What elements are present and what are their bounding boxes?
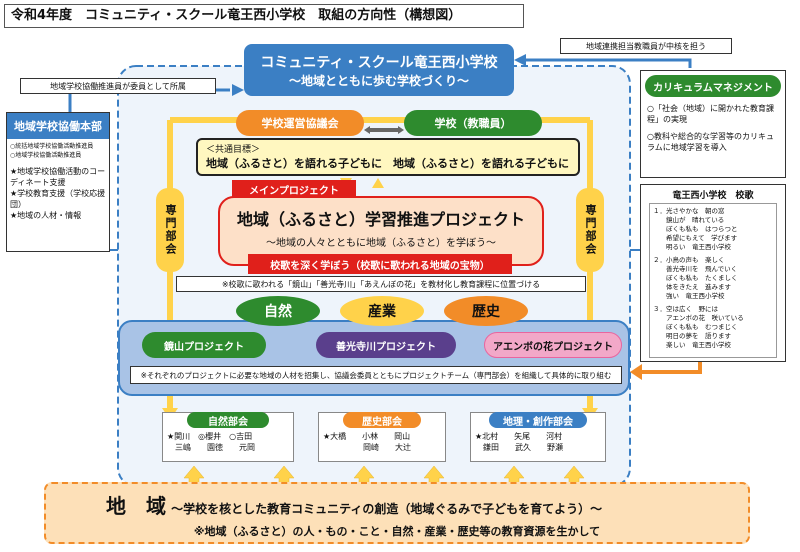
double-arrow-council [364, 119, 404, 134]
orange-arrow-right [640, 360, 702, 374]
top-title-box: コミュニティ・スクール竜王西小学校 ～地域とともに歩む学校づくり～ [244, 44, 514, 96]
left-subcommittee-label: 専門部会 [156, 188, 184, 272]
blue-arrow-right-top-head [514, 54, 526, 66]
right-callout: 地域連携担当教職員が中核を担う [560, 38, 732, 54]
theme-history: 歴史 [444, 296, 528, 326]
school-song-panel: 竜王西小学校 校歌 １．光さやかな 朝の窓 鏡山が 晴れている ぼくも私も はつ… [640, 184, 786, 362]
community-subtitle: ※地域（ふるさと）の人・もの・こと・自然・産業・歴史等の教育資源を生かして [193, 525, 601, 538]
right-panel: カリキュラムマネジメント ○「社会（地域）に開かれた教育課程」の実現 ○教科や総… [640, 70, 786, 178]
top-title: コミュニティ・スクール竜王西小学校 [260, 54, 498, 71]
project-kagamiyama: 鏡山プロジェクト [142, 332, 266, 358]
subcommittee-history-title: 歴史部会 [343, 412, 421, 428]
subcommittee-geography-row-2: 鎌田 武久 野瀬 [475, 443, 563, 452]
school-song-title: 竜王西小学校 校歌 [672, 190, 754, 201]
subcommittee-nature-title: 自然部会 [187, 412, 269, 428]
song-line: 鏡山が 晴れている [653, 216, 725, 224]
main-project-title: 地域（ふるさと）学習推進プロジェクト [236, 210, 525, 229]
right-item-1: ○「社会（地域）に開かれた教育課程」の実現 [647, 104, 774, 124]
project-aenbo-flower: アエンボの花プロジェクト [484, 332, 622, 358]
theme-industry: 産業 [340, 296, 424, 326]
subcommittee-history-row-2: 岡崎 大辻 [323, 443, 411, 452]
song-verse-3: ３．空は広く 野には アエンボの花 咲いている ぼくも私も むつまじく 明日の夢… [653, 305, 773, 350]
song-line: 明日の夢を 語ります [653, 332, 731, 340]
song-line: 体をきたえ 進みます [653, 283, 731, 291]
song-line: 楽しい 竜王西小学校 [653, 341, 731, 349]
common-goal-box: ＜共通目標＞ 地域（ふるさと）を語れる子どもに 地域（ふるさと）を語れる子どもに [196, 138, 580, 176]
song-line: ぼくも私も たくましく [653, 274, 738, 282]
left-member-1: ○統括地域学校協働活動推進員 [10, 143, 94, 150]
projects-note: ※それぞれのプロジェクトに必要な地域の人材を招集し、協議会委員とともにプロジェク… [130, 366, 622, 384]
song-line: 希望にもえて 学びます [653, 234, 738, 242]
song-line: 明るい 竜王西小学校 [653, 243, 731, 251]
left-callout: 地域学校協働推進員が委員として所属 [20, 78, 216, 94]
left-panel-title: 地域学校協働本部 [7, 113, 109, 139]
subcommittee-nature-row-2: 三嶋 園徳 元岡 [167, 443, 255, 452]
school-management-council: 学校運営協議会 [236, 110, 364, 136]
project-zenkoji-river: 善光寺川プロジェクト [316, 332, 456, 358]
song-line: アエンボの花 咲いている [653, 314, 744, 322]
blue-arrow-right-top [524, 58, 692, 68]
theme-nature: 自然 [236, 296, 320, 326]
community-title-line: 地 域 ～学校を核とした教育コミュニティの創造（地域ぐるみで子どもを育てよう）～ [46, 490, 748, 519]
song-verse-2: ２．小鳥の声も 楽しく 善光寺川を 飛んでいく ぼくも私も たくましく 体をきた… [653, 256, 773, 301]
page-title: 令和4年度 コミュニティ・スクール竜王西小学校 取組の方向性（構想図） [4, 4, 524, 28]
song-verse-1: １．光さやかな 朝の窓 鏡山が 晴れている ぼくも私も はつらつと 希望にもえて… [653, 207, 773, 252]
arrow-goal-up [372, 178, 384, 188]
subcommittee-nature: 自然部会 ★関川 ◎櫻井 ○吉田 三嶋 園徳 元岡 [162, 412, 294, 462]
subcommittee-history-row-1: ★大橋 小林 岡山 [323, 432, 411, 441]
right-panel-title: カリキュラムマネジメント [645, 75, 781, 97]
blue-arrow-left-top-head [232, 84, 244, 96]
left-member-2: ○地域学校協働活動推進員 [10, 152, 82, 159]
subcommittee-history: 歴史部会 ★大橋 小林 岡山 岡崎 大辻 [318, 412, 446, 462]
community-box: 地 域 ～学校を核とした教育コミュニティの創造（地域ぐるみで子どもを育てよう）～… [44, 482, 750, 544]
right-subcommittee-label: 専門部会 [576, 188, 604, 272]
main-project-subtitle: ～地域の人々とともに地域（ふるさと）を学ぼう～ [266, 238, 496, 249]
subcommittee-geography: 地理・創作部会 ★北村 矢尾 河村 鎌田 武久 野瀬 [470, 412, 606, 462]
school-staff: 学校（教職員） [404, 110, 542, 136]
song-line: 善光寺川を 飛んでいく [653, 265, 738, 273]
top-subtitle: ～地域とともに歩む学校づくり～ [288, 73, 469, 88]
common-goal-text: 地域（ふるさと）を語れる子どもに 地域（ふるさと）を語れる子どもに [206, 157, 569, 170]
song-line: ぼくも私も はつらつと [653, 225, 738, 233]
school-song-verses: １．光さやかな 朝の窓 鏡山が 晴れている ぼくも私も はつらつと 希望にもえて… [649, 203, 777, 358]
right-item-2: ○教科や総合的な学習等のカリキュラムに地域学習を導入 [647, 132, 774, 152]
song-line: ２．小鳥の声も 楽しく [653, 256, 725, 264]
left-panel: 地域学校協働本部 ○統括地域学校協働活動推進員 ○地域学校協働活動推進員 ★地域… [6, 112, 110, 252]
subcommittee-nature-row-1: ★関川 ◎櫻井 ○吉田 [167, 432, 253, 441]
song-line: ３．空は広く 野には [653, 305, 718, 313]
subcommittee-geography-row-1: ★北村 矢尾 河村 [475, 432, 563, 441]
nested-project-note: ※校歌に歌われる「鏡山」「善光寺川」「あえんぼの花」を教材化し教育課程に位置づけ… [176, 276, 586, 292]
common-goal-label: ＜共通目標＞ [206, 145, 261, 155]
orange-arrow-right-head [630, 364, 642, 380]
song-line: 強い 竜王西小学校 [653, 292, 725, 300]
left-duty-1: ★地域学校協働活動のコーディネート支援 [10, 167, 106, 187]
left-duty-2: ★学校教育支援（学校応援団） [10, 189, 106, 209]
community-title-rest: ～学校を核とした教育コミュニティの創造（地域ぐるみで子どもを育てよう）～ [171, 502, 603, 516]
main-project-badge: メインプロジェクト [232, 180, 356, 198]
song-study-band: 校歌を深く学ぼう（校歌に歌われる地域の宝物） [248, 254, 512, 274]
song-line: ぼくも私も むつまじく [653, 323, 738, 331]
song-line: １．光さやかな 朝の窓 [653, 207, 725, 215]
subcommittee-geography-title: 地理・創作部会 [489, 412, 587, 428]
community-title: 地 域 [106, 494, 166, 518]
bottom-up-arrows [183, 465, 585, 487]
left-duty-3: ★地域の人材・情報 [10, 211, 82, 220]
